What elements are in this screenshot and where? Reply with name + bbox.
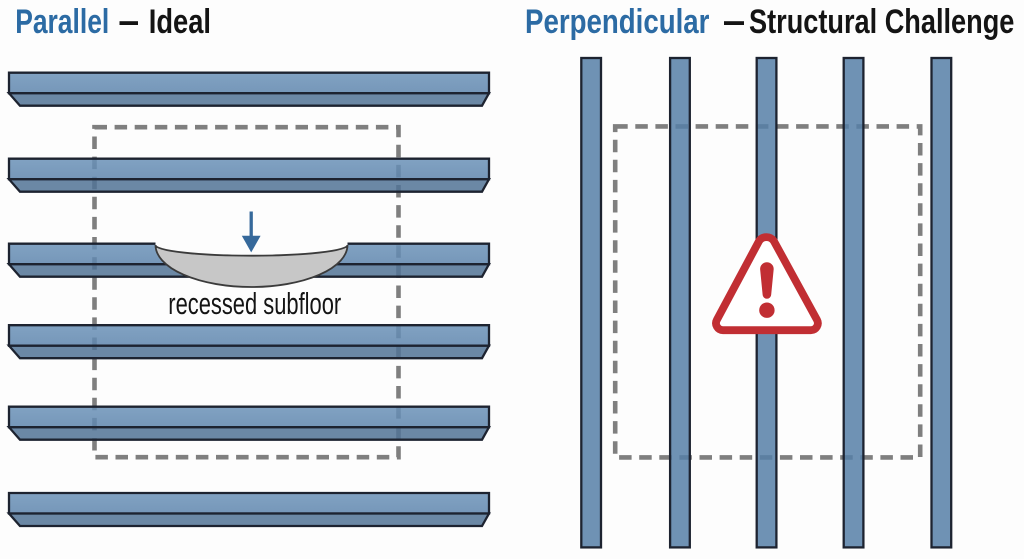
- svg-text:Parallel: Parallel: [15, 3, 109, 41]
- svg-text:recessed subfloor: recessed subfloor: [168, 286, 341, 321]
- svg-text:Structural Challenge: Structural Challenge: [749, 2, 1014, 41]
- svg-text:Perpendicular: Perpendicular: [525, 2, 709, 40]
- svg-text:Ideal: Ideal: [149, 2, 211, 41]
